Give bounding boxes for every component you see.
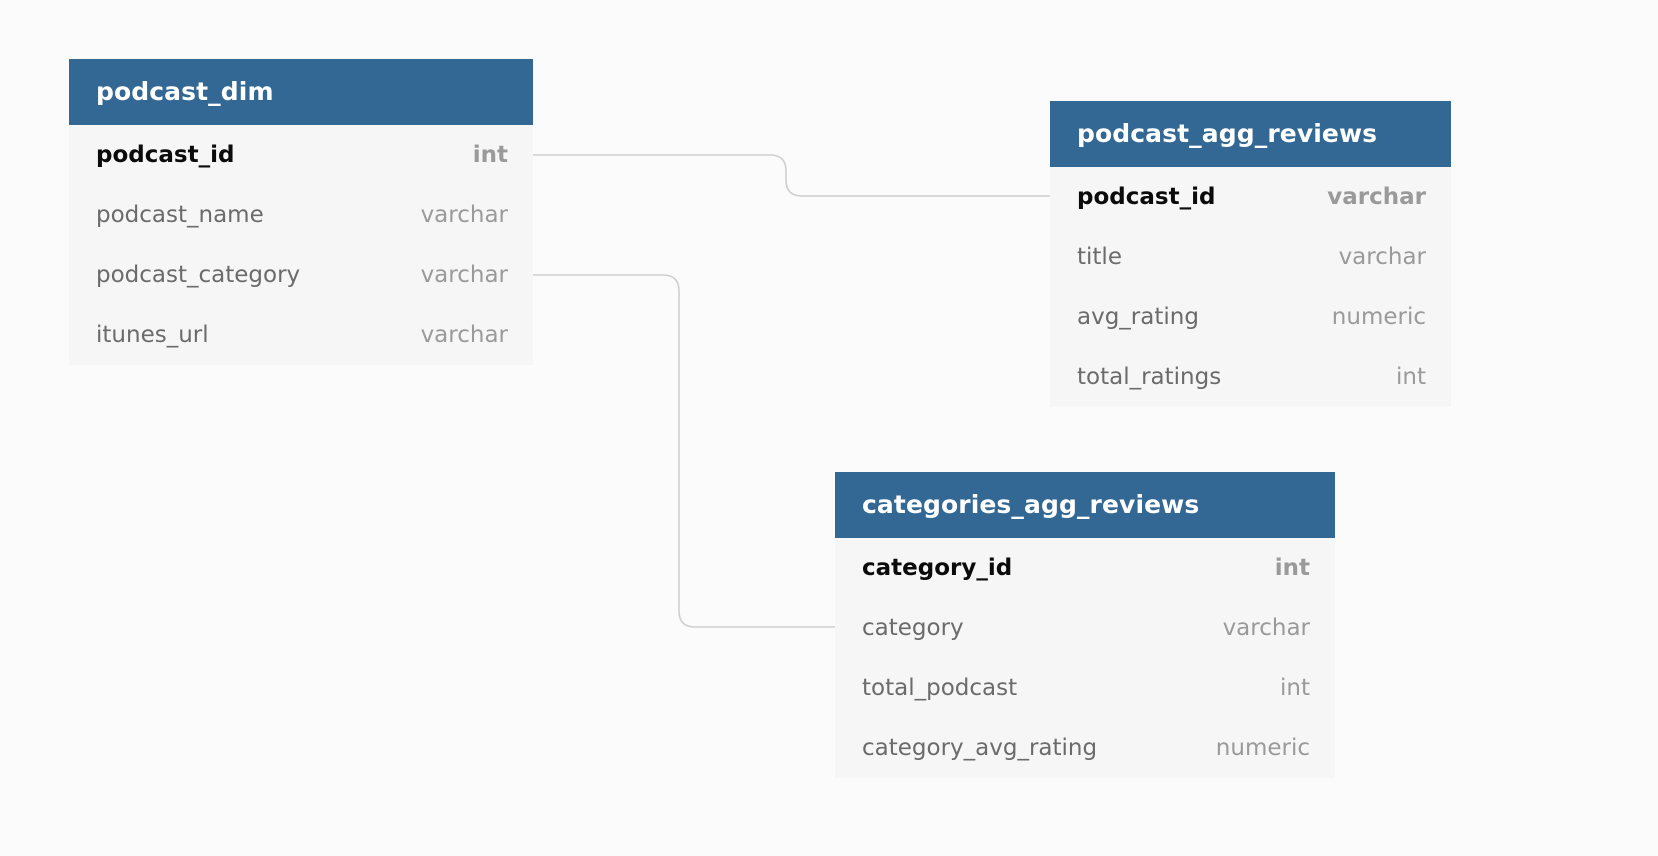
table-podcast-agg-reviews[interactable]: podcast_agg_reviews podcast_id varchar t… xyxy=(1050,101,1451,407)
field-type: varchar xyxy=(420,262,508,288)
table-row[interactable]: category_id int xyxy=(835,538,1335,598)
table-row[interactable]: total_podcast int xyxy=(835,658,1335,718)
field-name: podcast_name xyxy=(96,202,264,228)
field-type: varchar xyxy=(1338,244,1426,270)
table-row[interactable]: category varchar xyxy=(835,598,1335,658)
table-row[interactable]: total_ratings int xyxy=(1050,347,1451,407)
field-name: total_ratings xyxy=(1077,364,1222,390)
table-header[interactable]: categories_agg_reviews xyxy=(835,472,1335,538)
field-type: varchar xyxy=(420,202,508,228)
field-name: total_podcast xyxy=(862,675,1018,701)
relation-podcast-category-line[interactable] xyxy=(533,274,835,628)
table-row[interactable]: category_avg_rating numeric xyxy=(835,718,1335,778)
field-type: int xyxy=(472,142,508,168)
field-name: category_id xyxy=(862,555,1013,581)
field-type: varchar xyxy=(1327,184,1426,210)
table-row[interactable]: avg_rating numeric xyxy=(1050,287,1451,347)
field-type: int xyxy=(1274,555,1310,581)
table-row[interactable]: itunes_url varchar xyxy=(69,305,533,365)
table-row[interactable]: podcast_name varchar xyxy=(69,185,533,245)
field-type: int xyxy=(1280,675,1310,701)
field-name: category xyxy=(862,615,964,641)
table-row[interactable]: podcast_category varchar xyxy=(69,245,533,305)
table-header[interactable]: podcast_agg_reviews xyxy=(1050,101,1451,167)
field-type: numeric xyxy=(1215,735,1310,761)
field-name: podcast_category xyxy=(96,262,301,288)
field-name: category_avg_rating xyxy=(862,735,1098,761)
table-row[interactable]: title varchar xyxy=(1050,227,1451,287)
field-name: title xyxy=(1077,244,1122,270)
field-name: itunes_url xyxy=(96,322,209,348)
field-name: podcast_id xyxy=(96,142,235,168)
field-type: int xyxy=(1396,364,1426,390)
table-podcast-dim[interactable]: podcast_dim podcast_id int podcast_name … xyxy=(69,59,533,365)
field-type: varchar xyxy=(420,322,508,348)
table-row[interactable]: podcast_id varchar xyxy=(1050,167,1451,227)
table-header[interactable]: podcast_dim xyxy=(69,59,533,125)
relation-podcast-id-line[interactable] xyxy=(533,154,1050,197)
field-type: varchar xyxy=(1222,615,1310,641)
table-categories-agg-reviews[interactable]: categories_agg_reviews category_id int c… xyxy=(835,472,1335,778)
field-type: numeric xyxy=(1331,304,1426,330)
table-row[interactable]: podcast_id int xyxy=(69,125,533,185)
field-name: podcast_id xyxy=(1077,184,1216,210)
field-name: avg_rating xyxy=(1077,304,1199,330)
